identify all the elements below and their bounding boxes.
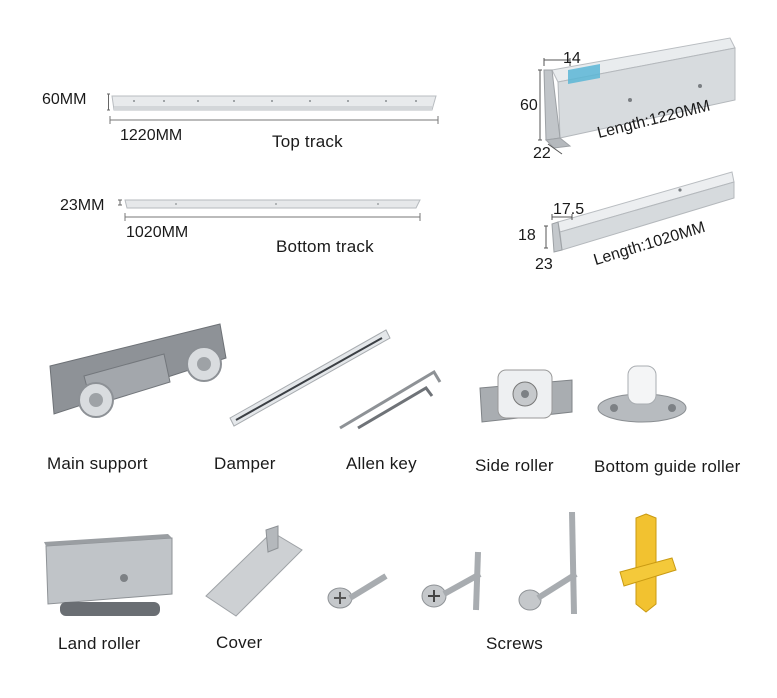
allen-key-image bbox=[339, 369, 442, 430]
land-roller-label: Land roller bbox=[58, 634, 141, 653]
main-support-image bbox=[49, 323, 227, 418]
land-roller-image bbox=[44, 534, 173, 616]
screws-label: Screws bbox=[486, 634, 543, 653]
bottom-profile-depth-label: 23 bbox=[535, 256, 553, 273]
allen-key-label: Allen key bbox=[346, 454, 417, 473]
long-screw-image bbox=[518, 511, 578, 615]
flat-head-screw-image bbox=[327, 573, 388, 609]
bottom-track-profile bbox=[544, 171, 735, 253]
top-profile-width-label: 14 bbox=[563, 50, 581, 67]
top-track-bar bbox=[107, 93, 439, 124]
top-track-length-label: 1220MM bbox=[120, 127, 183, 144]
top-profile-depth-label: 22 bbox=[533, 145, 551, 162]
cover-label: Cover bbox=[216, 633, 263, 652]
bottom-track-height-label: 23MM bbox=[60, 197, 105, 214]
top-profile-height-label: 60 bbox=[520, 97, 538, 114]
damper-image bbox=[229, 329, 391, 427]
bottom-guide-roller-image bbox=[597, 365, 687, 423]
wall-anchor-image bbox=[619, 513, 677, 613]
cover-image bbox=[205, 525, 303, 617]
main-support-label: Main support bbox=[47, 454, 148, 473]
bottom-profile-height-label: 18 bbox=[518, 227, 536, 244]
side-roller-label: Side roller bbox=[475, 456, 554, 475]
bottom-guide-roller-label: Bottom guide roller bbox=[594, 457, 741, 476]
bottom-track-length-label: 1020MM bbox=[126, 224, 189, 241]
bottom-track-name: Bottom track bbox=[276, 237, 374, 256]
top-track-profile bbox=[538, 37, 736, 155]
pan-head-screw-image bbox=[421, 551, 482, 611]
damper-label: Damper bbox=[214, 454, 276, 473]
side-roller-image bbox=[479, 369, 573, 423]
top-track-height-label: 60MM bbox=[42, 91, 87, 108]
top-track-name: Top track bbox=[272, 132, 343, 151]
bottom-track-bar bbox=[118, 199, 421, 221]
bottom-profile-width-label: 17.5 bbox=[553, 201, 585, 218]
